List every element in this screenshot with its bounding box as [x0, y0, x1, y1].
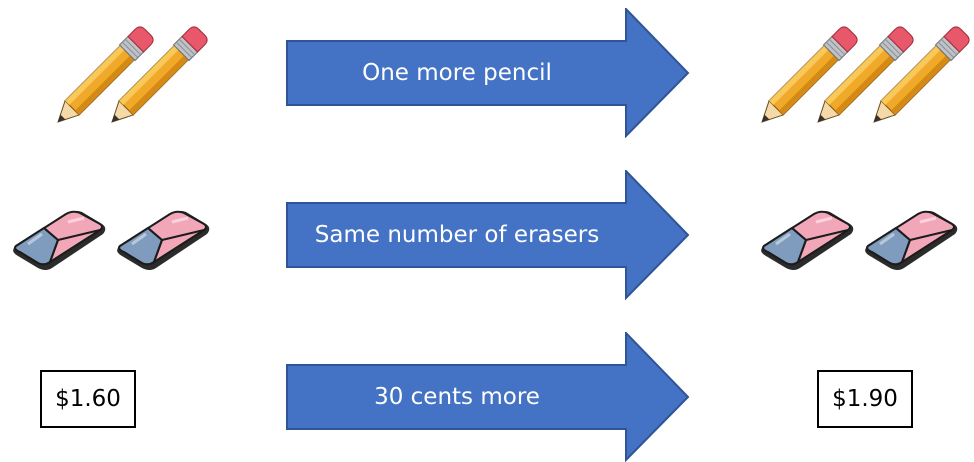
arrow-label: One more pencil — [362, 60, 552, 86]
price-before: $1.60 — [55, 386, 121, 412]
arrow-label: 30 cents more — [374, 384, 540, 410]
pencil-icon — [49, 23, 157, 131]
arrow-label: Same number of erasers — [314, 222, 600, 248]
same-erasers-arrow: Same number of erasers — [286, 170, 690, 300]
one-more-pencil-arrow: One more pencil — [286, 8, 690, 138]
eraser-icon — [863, 209, 959, 272]
pencils-before — [49, 10, 230, 131]
pencil-icon — [809, 23, 917, 131]
erasers-before — [8, 200, 218, 280]
pencil-icon — [103, 23, 211, 131]
erasers-after — [756, 200, 966, 280]
eraser-icon — [759, 209, 855, 272]
price-difference-arrow: 30 cents more — [286, 332, 690, 462]
pencil-icon — [865, 23, 973, 131]
pencils-after — [753, 10, 973, 131]
price-after-box: $1.90 — [817, 370, 913, 428]
pencil-icon — [753, 23, 861, 131]
eraser-icon — [11, 209, 107, 272]
price-after: $1.90 — [832, 386, 898, 412]
eraser-icon — [115, 209, 211, 272]
price-before-box: $1.60 — [40, 370, 136, 428]
